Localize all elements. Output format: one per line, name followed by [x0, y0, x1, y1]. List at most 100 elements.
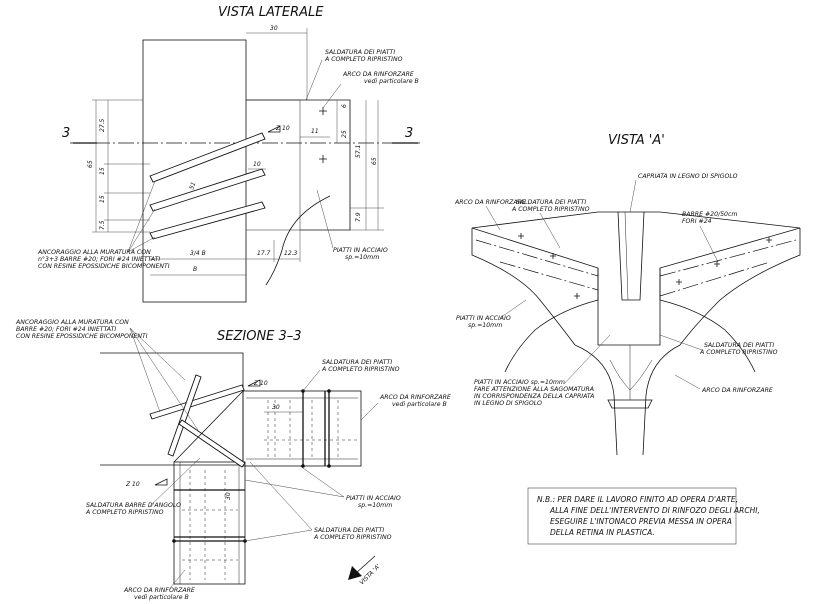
saldatura-bottom-label: SALDATURA DEI PIATTI A COMPLETO RIPRISTI…	[313, 527, 392, 541]
note-box: N.B.: PER DARE IL LAVORO FINITO AD OPERA…	[527, 487, 762, 545]
dim-label: 6	[341, 104, 348, 108]
note-border	[527, 487, 737, 545]
plate-inner	[246, 99, 301, 231]
dim-label: 7.5	[99, 220, 106, 230]
saldatura-barre-label: SALDATURA BARRE D'ANGOLO A COMPLETO RIPR…	[85, 502, 183, 516]
arch-left-front	[471, 228, 576, 346]
piatti-left-label: PIATTI IN ACCIAIO sp.=10mm	[456, 315, 513, 329]
leader-line	[674, 374, 701, 390]
vista-a-arrow-label: VISTA 'A'	[358, 563, 382, 587]
arco-left-label: ARCO DA RINFORZARE	[454, 199, 526, 206]
vista-laterale-title: VISTA LATERALE	[218, 5, 324, 20]
vista-a-title: VISTA 'A'	[608, 133, 665, 148]
piatti-label: PIATTI IN ACCIAIO sp.=10mm	[333, 247, 390, 261]
anchor-bar	[178, 419, 246, 468]
arch-top-edges	[471, 211, 801, 229]
capriata-label: CAPRIATA IN LEGNO DI SPIGOLO	[638, 173, 738, 180]
dim-label: B	[193, 266, 197, 273]
arco-bottom-label: ARCO DA RINFORZARE vedi particolare B	[123, 587, 197, 601]
view-arrow-line	[354, 555, 376, 575]
dim-label: 12.3	[284, 250, 298, 257]
leader-line	[169, 569, 186, 589]
dim-label: 65	[87, 160, 94, 168]
z-label: Z 10	[253, 380, 268, 387]
dim-label: 51	[188, 181, 197, 191]
saldatura-top-label: SALDATURA DEI PIATTI A COMPLETO RIPRISTI…	[321, 359, 400, 373]
arco-right-label: ARCO DA RINFORZARE vedi particolare B	[379, 394, 453, 408]
dim-label: 7.9	[355, 212, 362, 222]
anchor-bar	[149, 168, 266, 212]
piatti-label: PIATTI IN ACCIAIO sp.=10mm	[346, 495, 403, 509]
ancoraggio-label: ANCORAGGIO ALLA MURATURA CON n°3+3 BARRE…	[37, 249, 170, 270]
left-dimensions	[92, 99, 150, 233]
vista-laterale: VISTA LATERALE 3 3	[37, 5, 420, 303]
leader-line	[563, 334, 611, 385]
dim-label: 30	[272, 404, 280, 411]
anchor-bar	[149, 201, 266, 240]
arco-label: ARCO DA RINFORZARE vedi particolare B	[342, 71, 419, 85]
piatti-note-label: PIATTI IN ACCIAIO sp.=10mm FARE ATTENZIO…	[474, 379, 596, 407]
sezione-3-3: SEZIONE 3–3	[15, 319, 453, 601]
anchor-bar	[167, 374, 202, 457]
note-text: N.B.: PER DARE IL LAVORO FINITO AD OPERA…	[537, 495, 762, 537]
leader-line	[305, 59, 323, 101]
dim-label: 10	[253, 161, 261, 168]
vista-a: VISTA 'A' CAPRIAT	[454, 133, 801, 456]
right-dimensions	[300, 100, 384, 231]
dim-label: 30	[270, 25, 278, 32]
leader-lines	[127, 180, 156, 253]
groin-lines	[609, 345, 653, 400]
weld-symbol	[247, 379, 261, 387]
dim-label: 27.5	[99, 118, 106, 132]
dim-label: 25	[341, 130, 348, 138]
view-arrow-icon	[348, 566, 362, 580]
weld-symbol	[267, 125, 281, 133]
anchor-bar	[149, 384, 245, 420]
capital	[607, 399, 653, 409]
bolt-marks	[319, 107, 327, 163]
dim-label: 65	[371, 157, 378, 165]
dim-label: 30	[225, 492, 232, 500]
dim-label: 11	[311, 128, 319, 135]
plate-outline	[246, 99, 351, 231]
arco-right-label: ARCO DA RINFORZARE	[701, 387, 773, 394]
section-marker-right: 3	[405, 126, 413, 141]
leader-line	[659, 334, 703, 351]
dim-label: 15	[99, 195, 106, 203]
dim-label: 15	[99, 167, 106, 175]
anchor-bar	[149, 132, 266, 183]
arch-right-front	[679, 228, 801, 346]
leader-line	[629, 179, 637, 213]
leader-line	[322, 83, 342, 109]
bolt-lines	[475, 233, 797, 299]
ancoraggio-label: ANCORAGGIO ALLA MURATURA CON BARRE #20; …	[15, 319, 148, 340]
saldatura-right-label: SALDATURA DEI PIATTI A COMPLETO RIPRISTI…	[699, 342, 778, 356]
column	[574, 344, 681, 456]
section-marker-left: 3	[62, 126, 70, 141]
z-label: Z 10	[125, 481, 140, 488]
leader-line	[699, 225, 719, 263]
leader-line	[302, 369, 321, 392]
arch-horizontal	[242, 390, 362, 467]
leader-line	[499, 299, 527, 319]
arch-right-arm	[659, 227, 801, 373]
timber-truss	[617, 211, 645, 301]
dim-label: 57.1	[355, 145, 362, 158]
leader-line	[360, 402, 379, 421]
corner-diagonal	[173, 390, 244, 463]
leader-line	[485, 205, 501, 231]
wall-block	[142, 39, 247, 303]
rebar-hatch	[182, 400, 360, 580]
dim-label: 3/4 B	[190, 250, 206, 257]
saldatura-top-label: SALDATURA DEI PIATTI A COMPLETO RIPRISTI…	[511, 199, 590, 213]
saldatura-label: SALDATURA DEI PIATTI A COMPLETO RIPRISTI…	[324, 49, 403, 63]
z-label: Z 10	[275, 125, 290, 132]
barre-label: BARRE #20/50cm FORI #24	[682, 211, 739, 225]
central-plate	[597, 268, 661, 346]
leader-line	[316, 189, 334, 249]
leader-lines	[244, 461, 313, 542]
arch-left-arm	[471, 227, 599, 373]
leader-lines	[244, 465, 345, 498]
leader-line	[149, 457, 201, 507]
